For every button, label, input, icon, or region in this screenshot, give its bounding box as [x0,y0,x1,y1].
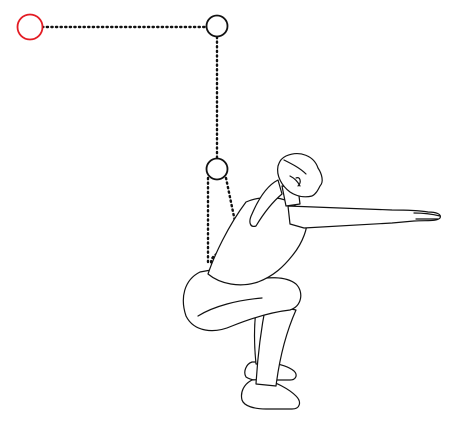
front-foot [240,378,301,410]
corner-node [205,14,229,38]
head [277,153,323,198]
fingers [413,212,441,220]
front-shin [255,303,297,387]
squatting-figure [182,153,441,410]
thigh-crease [197,297,263,317]
start-node [16,13,44,41]
guide-arm-right [224,176,240,238]
ponytail [249,179,283,227]
arms [287,205,441,229]
hip-node [205,157,229,181]
ear [295,177,301,187]
thigh [182,267,302,332]
